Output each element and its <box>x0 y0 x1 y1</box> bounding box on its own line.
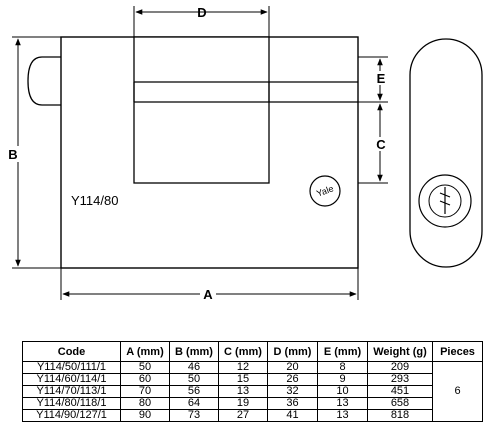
cell-e: 13 <box>317 397 368 410</box>
dimension-b-label: B <box>8 147 17 162</box>
cell-d: 26 <box>267 373 318 386</box>
cell-code: Y114/90/127/1 <box>22 409 121 422</box>
cell-b: 64 <box>169 397 219 410</box>
cell-e: 9 <box>317 373 368 386</box>
header-weight: Weight (g) <box>367 341 433 362</box>
padlock-side-view <box>409 38 483 268</box>
cell-d: 32 <box>267 385 318 398</box>
dimension-c-label: C <box>376 137 386 152</box>
cell-d: 41 <box>267 409 318 422</box>
cell-code: Y114/60/114/1 <box>22 373 121 386</box>
table-row: Y114/90/127/1 90 73 27 41 13 818 <box>22 409 483 422</box>
header-e: E (mm) <box>317 341 368 362</box>
cell-a: 90 <box>120 409 170 422</box>
shackle-rod <box>27 56 61 106</box>
cell-code: Y114/70/113/1 <box>22 385 121 398</box>
cell-b: 73 <box>169 409 219 422</box>
cell-b: 56 <box>169 385 219 398</box>
table-row: Y114/60/114/1 60 50 15 26 9 293 <box>22 373 483 386</box>
dimension-d-label: D <box>197 5 206 20</box>
cell-a: 80 <box>120 397 170 410</box>
table-header-row: Code A (mm) B (mm) C (mm) D (mm) E (mm) … <box>22 341 483 362</box>
cell-code: Y114/80/118/1 <box>22 397 121 410</box>
table-row: Y114/50/111/1 50 46 12 20 8 209 6 <box>22 361 483 422</box>
header-a: A (mm) <box>120 341 170 362</box>
side-body <box>409 38 483 268</box>
header-pieces: Pieces <box>432 341 483 362</box>
cell-d: 36 <box>267 397 318 410</box>
cell-weight: 209 <box>367 361 433 374</box>
dimension-a-label: A <box>203 287 213 302</box>
header-b: B (mm) <box>169 341 219 362</box>
cell-pieces: 6 <box>432 361 483 422</box>
cell-c: 12 <box>218 361 268 374</box>
cell-weight: 293 <box>367 373 433 386</box>
yale-logo-icon <box>309 175 341 207</box>
header-c: C (mm) <box>218 341 268 362</box>
cell-e: 10 <box>317 385 368 398</box>
cell-e: 13 <box>317 409 368 422</box>
header-d: D (mm) <box>267 341 318 362</box>
dimension-e-label: E <box>377 71 386 86</box>
dimension-a: A <box>60 268 359 302</box>
cell-a: 60 <box>120 373 170 386</box>
dimension-e: E <box>358 56 389 103</box>
cell-weight: 818 <box>367 409 433 422</box>
cell-c: 27 <box>218 409 268 422</box>
padlock-front-view: Y114/80 Yale <box>60 36 359 269</box>
table-row: Y114/80/118/1 80 64 19 36 13 658 <box>22 397 483 410</box>
cell-a: 50 <box>120 361 170 374</box>
dimension-d: D <box>133 5 270 37</box>
cell-weight: 658 <box>367 397 433 410</box>
cell-c: 13 <box>218 385 268 398</box>
cell-e: 8 <box>317 361 368 374</box>
header-code: Code <box>22 341 121 362</box>
cell-c: 15 <box>218 373 268 386</box>
cell-weight: 451 <box>367 385 433 398</box>
cell-d: 20 <box>267 361 318 374</box>
keyway-icon <box>439 187 451 214</box>
cell-c: 19 <box>218 397 268 410</box>
cell-a: 70 <box>120 385 170 398</box>
shackle-slot <box>133 36 270 184</box>
table-row: Y114/70/113/1 70 56 13 32 10 451 <box>22 385 483 398</box>
padlock-technical-drawing: Y114/80 Yale D B A E <box>6 5 483 302</box>
dimension-b: B <box>6 36 61 269</box>
cell-code: Y114/50/111/1 <box>22 361 121 374</box>
cell-b: 46 <box>169 361 219 374</box>
spec-table: Code A (mm) B (mm) C (mm) D (mm) E (mm) … <box>22 341 483 422</box>
model-label: Y114/80 <box>71 193 118 208</box>
dimension-c: C <box>358 103 389 184</box>
cell-b: 50 <box>169 373 219 386</box>
